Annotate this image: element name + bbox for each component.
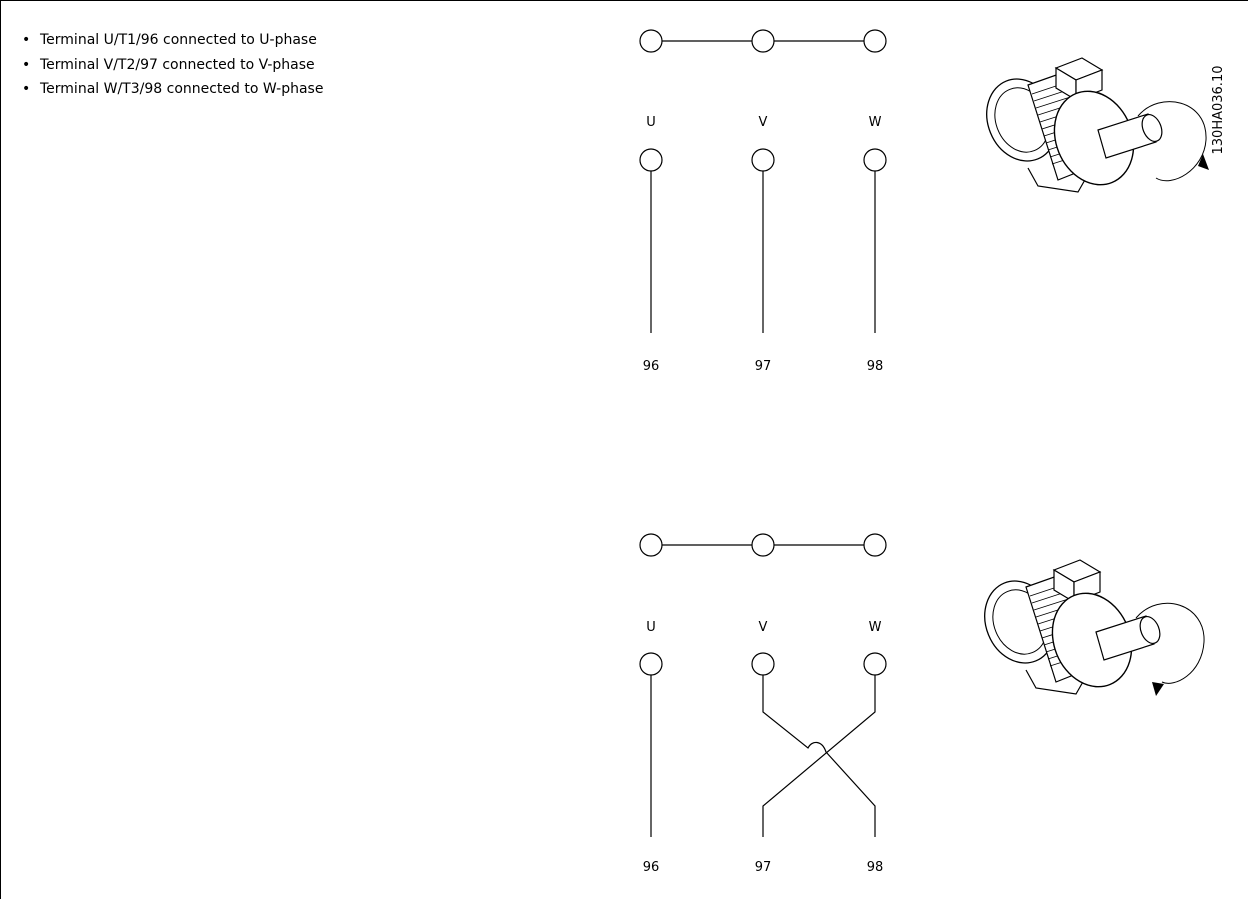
supply-terminal-circle: [639, 533, 663, 557]
list-item: Terminal W/T3/98 connected to W-phase: [18, 77, 323, 102]
list-item: Terminal V/T2/97 connected to V-phase: [18, 53, 323, 78]
terminal-circle-v: [751, 148, 775, 172]
motor-clockwise-icon: [974, 57, 1209, 198]
terminal-list: Terminal U/T1/96 connected to U-phase Te…: [18, 28, 323, 102]
diagram-code: 130HA036.10: [1211, 66, 1226, 155]
terminal-number-98: 98: [867, 860, 884, 875]
phase-label-w: W: [869, 620, 882, 635]
terminal-number-98: 98: [867, 359, 884, 374]
terminal-circle-w: [863, 652, 887, 676]
phase-label-w: W: [869, 115, 882, 130]
terminal-circle-v: [751, 652, 775, 676]
phase-label-v: V: [759, 115, 768, 130]
terminal-circle-u: [639, 652, 663, 676]
phase-label-u: U: [646, 115, 656, 130]
supply-terminal-circle: [863, 533, 887, 557]
supply-terminal-circle: [863, 29, 887, 53]
terminal-number-97: 97: [755, 359, 772, 374]
supply-terminal-circle: [639, 29, 663, 53]
supply-terminal-circle: [751, 29, 775, 53]
terminal-circle-u: [639, 148, 663, 172]
terminal-circle-w: [863, 148, 887, 172]
phase-label-u: U: [646, 620, 656, 635]
list-item: Terminal U/T1/96 connected to U-phase: [18, 28, 323, 53]
wire-crossed-v-to-98: [762, 675, 876, 837]
top-diagram: [639, 29, 887, 333]
terminal-number-97: 97: [755, 860, 772, 875]
bottom-diagram: [639, 533, 887, 837]
wire-crossed-w-to-97: [762, 675, 876, 837]
supply-terminal-circle: [751, 533, 775, 557]
terminal-number-96: 96: [643, 860, 660, 875]
motor-counterclockwise-icon: [972, 559, 1205, 700]
phase-label-v: V: [759, 620, 768, 635]
terminal-number-96: 96: [643, 359, 660, 374]
